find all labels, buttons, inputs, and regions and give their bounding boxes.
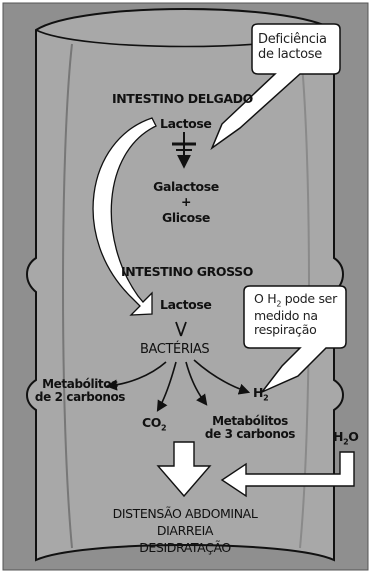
small-intestine-title: INTESTINO DELGADO xyxy=(112,92,253,105)
galactose-label: Galactose xyxy=(148,180,224,193)
lactose-small-intestine: Lactose xyxy=(160,117,212,130)
outcome-distension: DISTENSÃO ABDOMINAL xyxy=(80,507,290,520)
metabolites-3c-label: Metabólitos de 3 carbonos xyxy=(195,415,305,440)
glucose-label: Glicose xyxy=(148,211,224,224)
lactose-large-intestine: Lactose xyxy=(160,298,212,311)
outcome-dehydration: DESIDRATAÇÃO xyxy=(80,541,290,554)
water-label: H2O xyxy=(333,430,358,447)
lactose-deficiency-text: Deficiência de lactose xyxy=(258,33,327,62)
metabolites-2c-label: Metabólitos de 2 carbonos xyxy=(30,378,130,403)
h2-breath-text: O H2 pode ser medido na respiração xyxy=(254,292,337,337)
co2-label: CO2 xyxy=(142,416,166,433)
large-intestine-title: INTESTINO GROSSO xyxy=(121,265,253,278)
plus-sign: + xyxy=(148,195,224,208)
bacteria-label: BACTÉRIAS xyxy=(140,343,209,357)
outcome-diarrhea: DIARREIA xyxy=(80,524,290,537)
h2-label: H2 xyxy=(253,386,268,403)
